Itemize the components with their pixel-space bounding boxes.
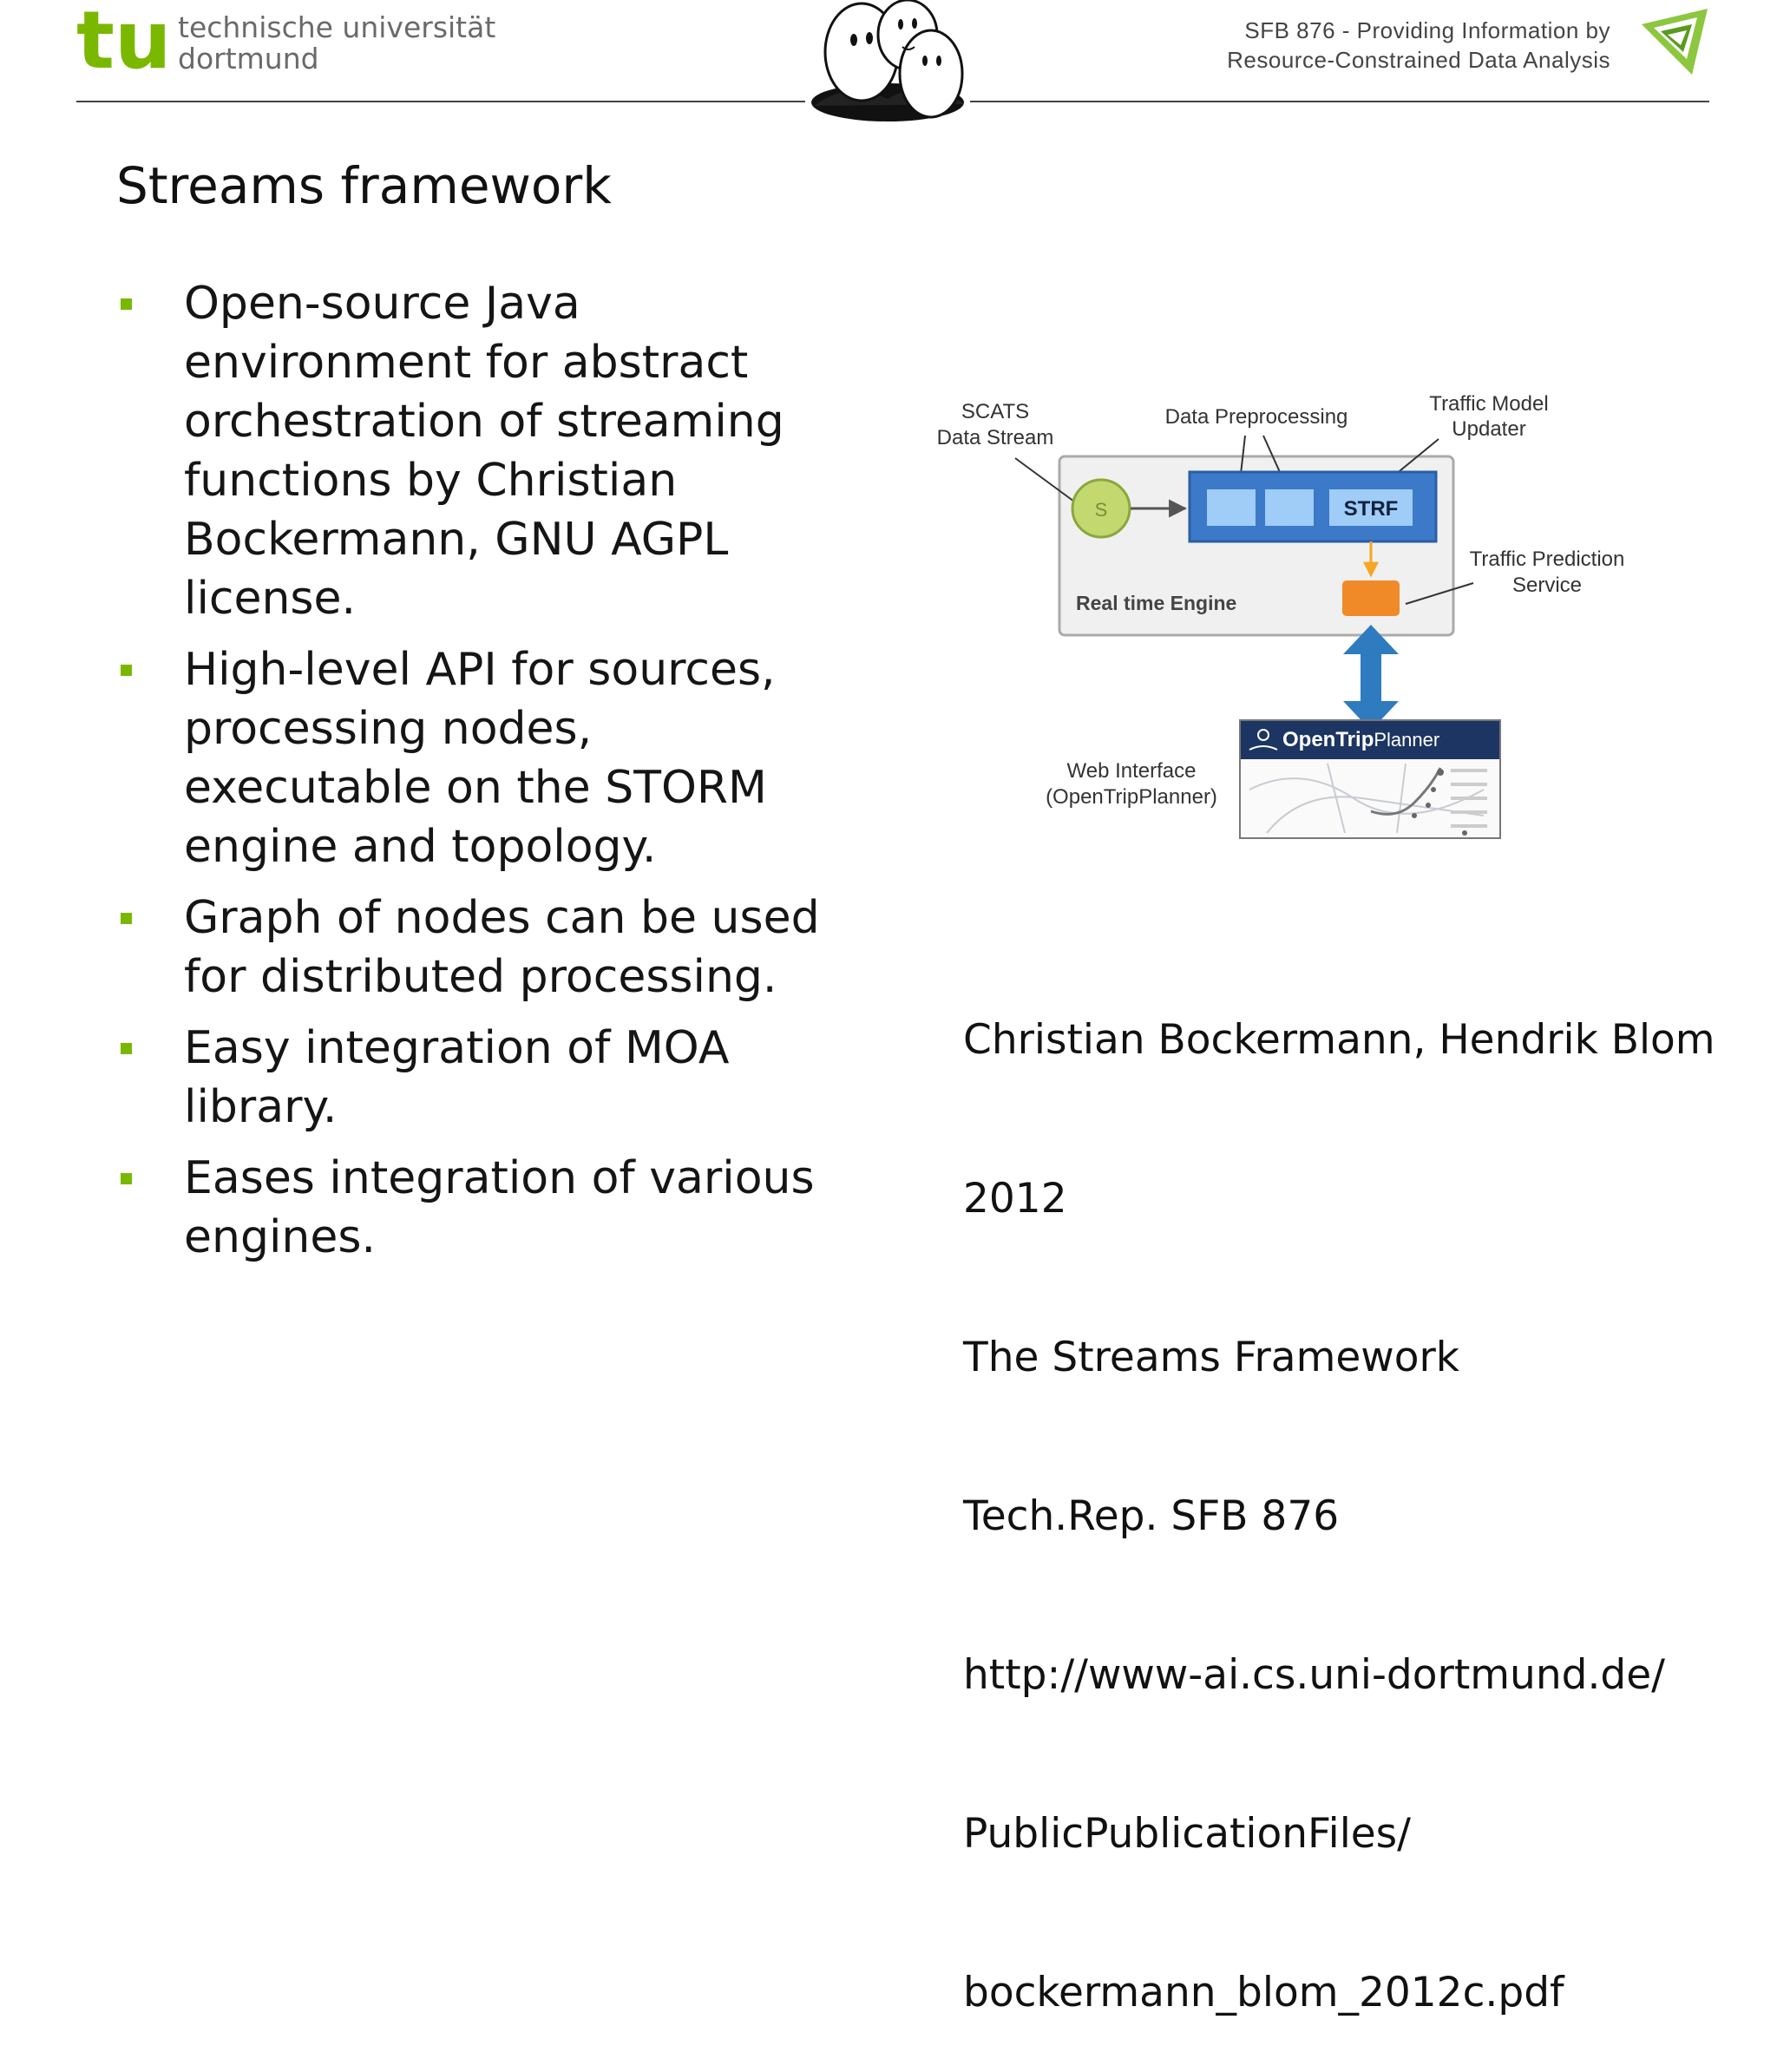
- citation-line: 2012: [963, 1175, 1067, 1223]
- citation-url-line: bockermann_blom_2012c.pdf: [963, 1969, 1564, 2016]
- slide-title: Streams framework: [116, 156, 612, 215]
- bullet-square-icon: [121, 1043, 132, 1054]
- eggs-mascot-icon: [811, 0, 964, 121]
- bullet-line: environment for abstract: [184, 337, 749, 389]
- tu-logo-text: tu: [76, 5, 171, 75]
- header-divider-left: [76, 101, 805, 102]
- strf-label: STRF: [1344, 497, 1399, 521]
- prediction-service-label-line2: Service: [1512, 574, 1582, 597]
- opentripplanner-logo-text: OpenTripPlanner: [1282, 728, 1439, 751]
- tu-logo: tu: [76, 5, 171, 75]
- bullet-line: Eases integration of various: [184, 1152, 815, 1204]
- web-interface-label-line1: Web Interface: [1067, 759, 1197, 783]
- web-interface-label-line2: (OpenTripPlanner): [1046, 785, 1217, 809]
- map-pin-icon: [1257, 729, 1269, 741]
- source-node-label: S: [1095, 499, 1108, 521]
- sfb-caption: SFB 876 - Providing Information by Resou…: [1227, 16, 1610, 75]
- citation-line: Tech.Rep. SFB 876: [963, 1492, 1340, 1540]
- sfb-caption-line1: SFB 876 - Providing Information by: [1244, 17, 1610, 43]
- scats-label-line2: Data Stream: [937, 426, 1054, 449]
- bullet-line: processing nodes,: [184, 703, 593, 755]
- scats-label-line1: SCATS: [961, 400, 1029, 423]
- slide-header: tu technische universität dortmund SFB 8…: [0, 0, 1777, 121]
- processor-node: [1265, 489, 1314, 526]
- bidirectional-arrow-icon: [1343, 625, 1399, 731]
- bullet-line: Bockermann, GNU AGPL: [184, 514, 729, 566]
- bullet-line: functions by Christian: [184, 455, 678, 507]
- model-updater-label-line1: Traffic Model: [1429, 392, 1548, 416]
- bullet-item: Open-source Java environment for abstrac…: [116, 274, 845, 628]
- bullet-line: Open-source Java: [184, 278, 580, 330]
- source-node: [1071, 478, 1131, 539]
- bullet-square-icon: [121, 665, 132, 676]
- bullet-square-icon: [121, 298, 132, 310]
- bullet-square-icon: [121, 1173, 132, 1184]
- bullet-item: Eases integration of various engines.: [116, 1149, 845, 1267]
- opentripplanner-header: [1241, 721, 1499, 759]
- bullet-item: High-level API for sources, processing n…: [116, 640, 845, 876]
- itinerary-list: [1451, 769, 1487, 828]
- prediction-leader-line: [1405, 582, 1474, 605]
- bullet-line: High-level API for sources,: [184, 644, 776, 696]
- route-stop-markers: [1412, 769, 1467, 836]
- route-path: [1370, 767, 1442, 816]
- processor-node: [1207, 489, 1256, 526]
- bullet-line: library.: [184, 1081, 338, 1133]
- architecture-diagram: SCATS Data Stream Data Preprocessing Tra…: [937, 392, 1625, 839]
- university-name: technische universität dortmund: [178, 12, 495, 75]
- bullet-item: Graph of nodes can be used for distribut…: [116, 888, 845, 1006]
- bullet-line: Easy integration of MOA: [184, 1022, 730, 1074]
- bullet-square-icon: [121, 913, 132, 924]
- citation-line: The Streams Framework: [963, 1334, 1460, 1381]
- bullet-item: Easy integration of MOA library.: [116, 1019, 845, 1137]
- bullet-line: executable on the STORM: [184, 762, 767, 814]
- citation-url-line: PublicPublicationFiles/: [963, 1810, 1411, 1858]
- realtime-engine-label: Real time Engine: [1076, 592, 1236, 614]
- bullet-line: license.: [184, 573, 357, 625]
- strf-node: [1329, 489, 1413, 526]
- map-thumbnail: [1249, 763, 1485, 834]
- bullet-list: Open-source Java environment for abstrac…: [116, 274, 845, 1279]
- sfb-caption-line2: Resource-Constrained Data Analysis: [1227, 47, 1610, 73]
- bullet-line: orchestration of streaming: [184, 396, 784, 448]
- prediction-service-node: [1342, 580, 1400, 616]
- bullet-line: Graph of nodes can be used: [184, 892, 820, 944]
- preprocessing-label: Data Preprocessing: [1165, 405, 1348, 429]
- citation-line: Christian Bockermann, Hendrik Blom: [963, 1016, 1715, 1064]
- university-name-line1: technische universität: [178, 10, 496, 44]
- bullet-line: engine and topology.: [184, 821, 657, 873]
- bullet-line: engines.: [184, 1211, 376, 1263]
- citation-block: Christian Bockermann, Hendrik Blom 2012 …: [963, 908, 1715, 2072]
- scats-leader-line: [1014, 457, 1075, 502]
- model-updater-label-line2: Updater: [1452, 417, 1525, 441]
- citation-url-line: http://www-ai.cs.uni-dortmund.de/: [963, 1651, 1665, 1699]
- prediction-service-label-line1: Traffic Prediction: [1470, 548, 1625, 571]
- bullet-line: for distributed processing.: [184, 951, 777, 1003]
- header-divider-right: [970, 101, 1709, 102]
- university-name-line2: dortmund: [178, 42, 319, 75]
- sfb-876-logo-icon: [1642, 9, 1708, 75]
